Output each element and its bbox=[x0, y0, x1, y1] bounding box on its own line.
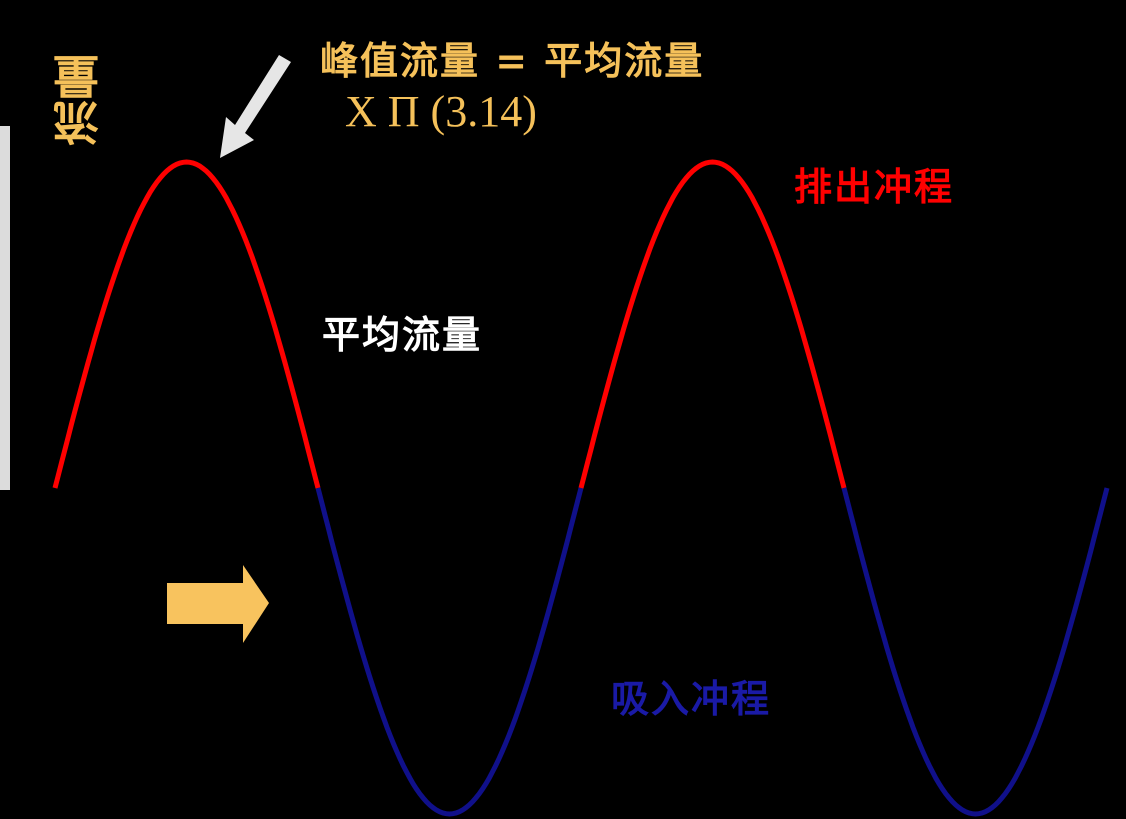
peak-flow-formula: 峰值流量 = 平均流量 bbox=[320, 39, 705, 83]
discharge-stroke-label: 排出冲程 bbox=[794, 165, 955, 209]
vertical-axis-line bbox=[0, 126, 10, 490]
discharge-stroke-curve bbox=[578, 159, 847, 489]
suction-stroke-curve bbox=[841, 487, 1110, 817]
flow-curves bbox=[52, 159, 1110, 817]
suction-stroke-curve bbox=[315, 487, 584, 817]
average-flow-label: 平均流量 bbox=[322, 313, 483, 357]
discharge-stroke-curve bbox=[52, 159, 321, 489]
right-block-arrow-icon bbox=[167, 565, 269, 643]
arrow-pointer-icon bbox=[220, 55, 291, 158]
suction-stroke-label: 吸入冲程 bbox=[611, 677, 772, 721]
peak-flow-multiplier: X Π (3.14) bbox=[345, 87, 537, 136]
y-axis-label: 流量 bbox=[52, 54, 106, 146]
